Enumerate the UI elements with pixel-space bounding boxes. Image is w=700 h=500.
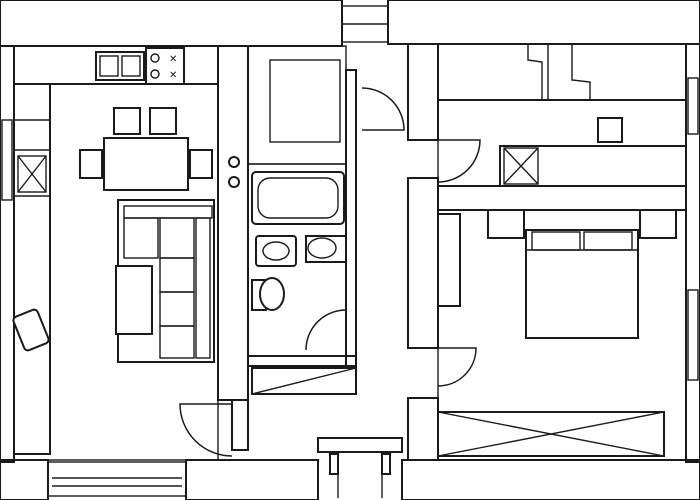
window-left [1,119,13,201]
wall-bath-hall [345,69,357,367]
pipe-icon [228,156,240,168]
utility-cabinet [251,367,357,395]
dining-chair-left [79,149,103,179]
windows [1,5,699,497]
bedroom [437,209,677,457]
nightstand-right [639,209,677,239]
cabinet-x-icon [17,155,47,193]
svg-text:✕: ✕ [169,54,177,65]
window-bottom-left [47,461,187,497]
window-right-lower [687,289,699,381]
pipe-icon [228,176,240,188]
closet-room [247,45,347,165]
wall-bottom-middle [185,459,319,500]
wall-bottom-left [0,459,49,500]
bathroom-door-swing [305,309,347,351]
door-swing [179,403,233,457]
door-jamb [231,399,249,451]
dining-chair-right [189,149,213,179]
study [437,43,687,187]
entry-double-door [317,437,403,500]
wall-bottom-right [401,459,700,500]
entry-threshold [317,437,403,453]
bathroom-door [305,309,347,351]
wall-shelf [437,213,461,307]
dining-table [103,137,189,191]
hall-door-swing [361,87,405,131]
armchair [12,308,50,352]
double-bed [487,209,677,339]
wall-bedroom-lower [407,397,439,461]
desk-chair [597,117,623,143]
nightstand-left [487,209,525,239]
closet-inner [269,59,341,143]
washbasin [255,235,297,267]
bidet [305,235,347,263]
wall-top-right [387,0,700,45]
bathtub [251,171,345,225]
dining-chair-top-right [149,107,177,135]
coffee-table [115,265,153,335]
wall-living-bath [217,45,249,401]
wardrobe-top [437,43,687,101]
toilet [251,277,285,311]
window-right-upper [687,77,699,135]
living-door [179,399,249,457]
double-sink [95,51,145,81]
hall-door [361,87,405,131]
study-door-swing [437,139,481,183]
wall-study-bedroom [437,185,687,211]
kitchen-area: ✕ ✕ [12,45,219,455]
wardrobe [437,411,665,457]
svg-text:✕: ✕ [169,70,177,81]
wall-study-upper [407,43,439,141]
cabinet-x-icon [503,147,539,185]
wall-left [0,45,15,463]
four-burner-hob: ✕ ✕ [145,47,185,85]
lounge-area [115,199,215,363]
wall-bath-bottom [247,355,357,367]
wall-bedroom-west [407,177,439,349]
bedroom-room [437,209,687,461]
bedroom-door-swing [437,347,477,387]
dining-chair-top-left [113,107,141,135]
dining-area [79,107,213,191]
window-top [341,5,389,43]
side-cabinets [13,83,51,455]
desk [499,145,687,187]
bathroom [228,156,347,357]
wall-top-left [0,0,343,47]
